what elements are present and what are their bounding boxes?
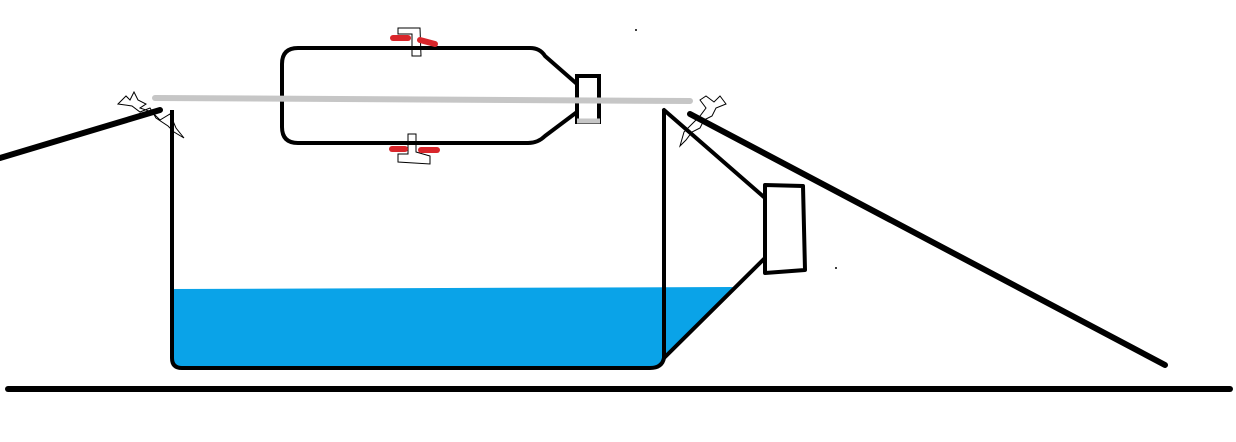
left-support-line: [0, 107, 163, 161]
cross-rod: [152, 95, 693, 104]
left-pivot-sketch: [116, 90, 185, 139]
bottom-clip-hook: [397, 133, 431, 165]
small-bottle: [280, 46, 579, 145]
right-pivot-sketch: [678, 95, 727, 148]
speck: [835, 267, 837, 269]
speck: [635, 29, 637, 31]
large-bottle-neck-upper: [662, 108, 767, 200]
top-clip-right-pad: [417, 37, 438, 47]
large-bottle-neck-lower: [662, 256, 767, 360]
bottom-clip: [389, 133, 440, 165]
bottle-cap: [763, 183, 807, 275]
large-bottle: [170, 110, 666, 370]
right-support-line: [687, 111, 1168, 368]
top-clip-hook: [397, 27, 422, 57]
top-clip: [390, 27, 438, 57]
water-fill: [172, 287, 733, 366]
